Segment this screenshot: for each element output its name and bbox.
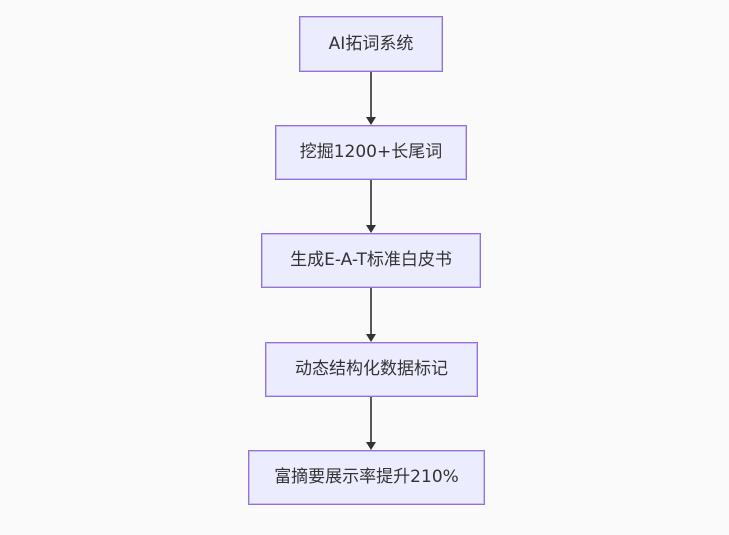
edge-line <box>370 180 372 225</box>
flow-node-rich-snippet-uplift: 富摘要展示率提升210% <box>248 450 485 505</box>
arrow-down-icon <box>366 442 376 450</box>
flow-node-eat-whitepaper: 生成E-A-T标准白皮书 <box>261 233 481 288</box>
arrow-down-icon <box>366 117 376 125</box>
edge-arrow-4 <box>365 397 377 450</box>
node-label: 动态结构化数据标记 <box>295 359 448 380</box>
flow-node-ai-word-expansion: AI拓词系统 <box>299 16 443 72</box>
flow-node-longtail-mining: 挖掘1200+长尾词 <box>275 125 467 180</box>
node-label: 生成E-A-T标准白皮书 <box>290 250 452 271</box>
edge-line <box>370 288 372 334</box>
node-label: 富摘要展示率提升210% <box>274 467 459 488</box>
edge-arrow-2 <box>365 180 377 233</box>
edge-line <box>370 397 372 442</box>
node-label: AI拓词系统 <box>328 33 414 54</box>
arrow-down-icon <box>366 225 376 233</box>
node-label: 挖掘1200+长尾词 <box>299 142 443 163</box>
edge-arrow-1 <box>365 72 377 125</box>
arrow-down-icon <box>366 334 376 342</box>
edge-line <box>370 72 372 117</box>
flow-node-structured-data-markup: 动态结构化数据标记 <box>265 342 478 397</box>
edge-arrow-3 <box>365 288 377 342</box>
